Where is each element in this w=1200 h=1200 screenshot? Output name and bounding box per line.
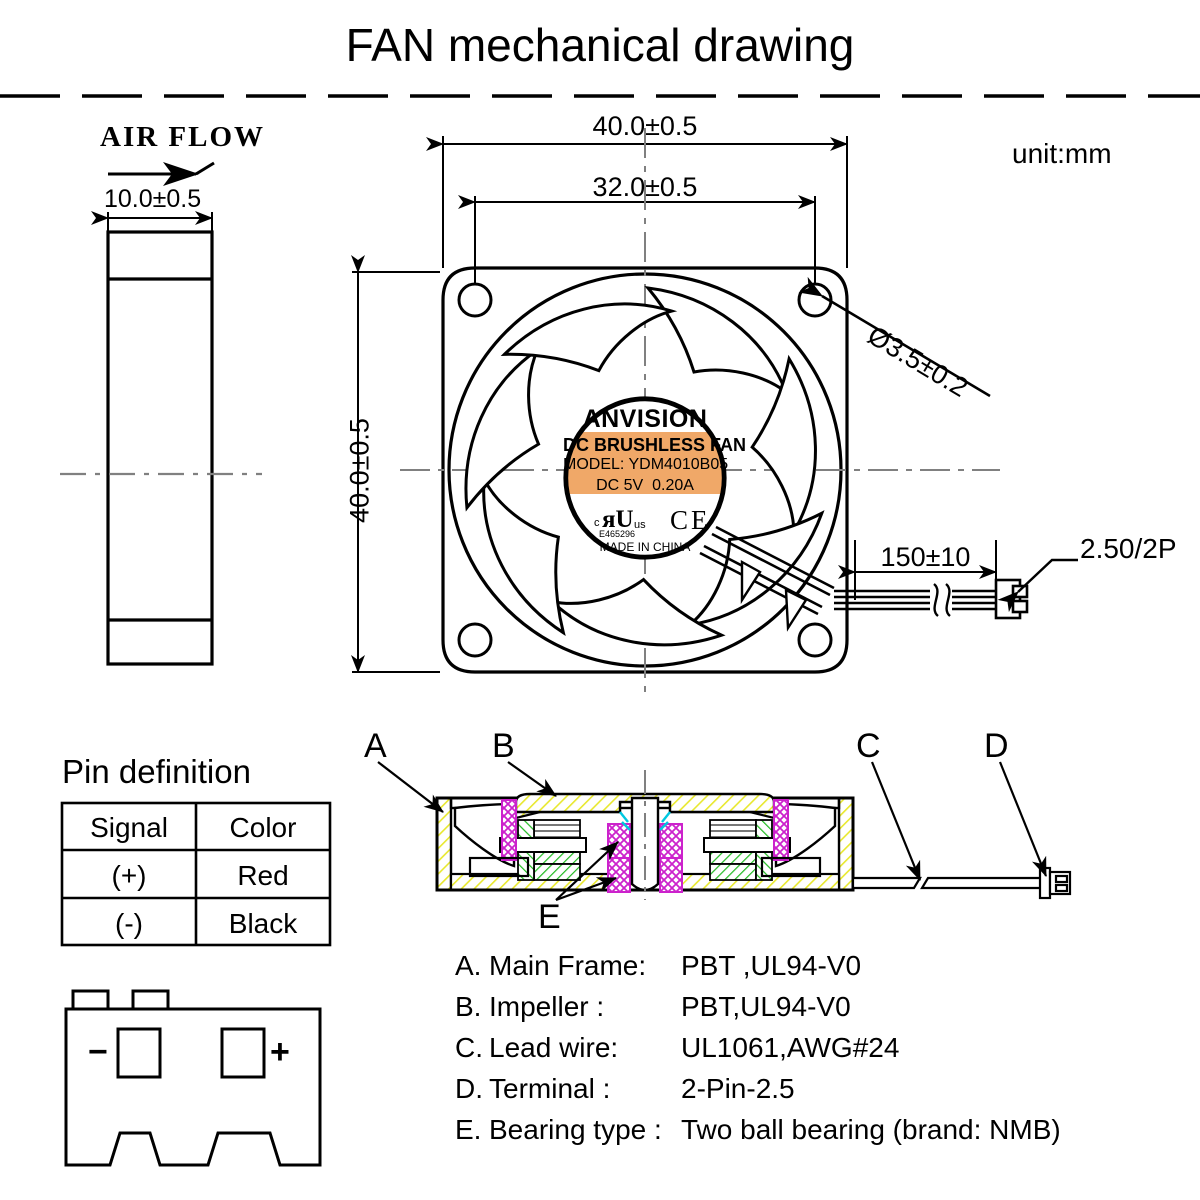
leader-e1 — [555, 841, 619, 901]
pin-table-grid — [60, 801, 332, 947]
section-leaders — [377, 761, 1048, 902]
legend-key: E. — [455, 1114, 482, 1145]
hole-diameter-leader — [798, 276, 991, 398]
leader-e2 — [555, 876, 618, 902]
legend-value: PBT ,UL94-V0 — [681, 950, 862, 981]
section-connector — [1038, 866, 1072, 900]
side-view — [60, 161, 262, 666]
legend-name: Main Frame: — [489, 950, 647, 981]
fan-label-brand: ANVISION — [582, 405, 708, 433]
connector-pinout-diagram — [64, 989, 322, 1167]
legend-row: B. Impeller : PBT,UL94-V0 — [455, 991, 1185, 1032]
airflow-arrow — [108, 161, 215, 186]
lead-wires-exit — [699, 525, 835, 632]
lead-length-label: 150±10 — [880, 542, 971, 572]
mounting-hole-br — [797, 622, 833, 658]
pin-table-cell-color-1: Red — [237, 860, 289, 891]
leader-b — [507, 761, 557, 797]
legend-row: C. Lead wire: UL1061,AWG#24 — [455, 1032, 1185, 1073]
section-impeller — [514, 792, 776, 820]
airflow-heading: AIR FLOW — [100, 121, 266, 153]
latch-tab-right — [131, 989, 170, 1011]
hole-pitch-label: 32.0±0.5 — [592, 172, 698, 202]
section-label-c: C — [856, 727, 881, 765]
pin-table-header-signal: Signal — [90, 812, 168, 843]
cross-section-view — [377, 761, 1072, 902]
legend-value: Two ball bearing (brand: NMB) — [681, 1114, 1061, 1145]
wire-bundle — [834, 583, 996, 617]
side-profile — [106, 230, 214, 666]
ul-mark-prefix: c — [594, 517, 600, 529]
ul-mark-suffix: us — [634, 519, 646, 531]
section-bottom-detail — [468, 856, 822, 878]
section-label-d: D — [984, 727, 1009, 765]
pin-definition-heading: Pin definition — [62, 753, 251, 790]
leader-a — [377, 761, 444, 813]
pin-cavity-plus — [220, 1027, 266, 1079]
legend-key: A. — [455, 950, 482, 981]
fan-label-line2: MODEL: YDM4010B05 — [563, 456, 729, 473]
fan-label-line3: DC 5V 0.20A — [596, 477, 694, 494]
legend-name: Bearing type : — [489, 1114, 662, 1145]
fan-label-line1: DC BRUSHLESS FAN — [563, 435, 747, 455]
fan-label-artwork — [567, 432, 723, 494]
mounting-hole-bl — [457, 622, 493, 658]
section-stator — [499, 819, 791, 881]
pin-table-cell-color-2: Black — [228, 908, 298, 939]
page-title: FAN mechanical drawing — [345, 19, 855, 71]
front-view — [351, 128, 1000, 700]
thickness-dimension-label: 10.0±0.5 — [104, 185, 202, 213]
pin-table-cell-signal-1: (+) — [111, 860, 147, 891]
connector-minus-sign: − — [88, 1033, 108, 1071]
legend-name: Lead wire: — [489, 1032, 619, 1063]
label-outline — [565, 398, 725, 558]
leader-c — [870, 761, 922, 882]
unit-note: unit:mm — [1012, 138, 1112, 169]
fan-blades — [464, 286, 825, 647]
label-orange-band — [567, 432, 723, 494]
legend-name: Terminal : — [489, 1073, 611, 1104]
legend-row: E. Bearing type : Two ball bearing (bran… — [455, 1114, 1185, 1155]
legend-row: D. Terminal : 2-Pin-2.5 — [455, 1073, 1185, 1114]
connector-plus-sign: + — [270, 1033, 290, 1071]
pin-cavity-minus — [116, 1027, 162, 1079]
section-label-b: B — [492, 727, 515, 765]
overall-width-label: 40.0±0.5 — [592, 111, 698, 141]
latch-tab-left — [71, 989, 110, 1011]
thickness-dimension — [91, 211, 213, 246]
section-magnet-ring — [501, 799, 789, 861]
legend-list: A. Main Frame: PBT ,UL94-V0 B. Impeller … — [455, 950, 1185, 1155]
legend-key: B. — [455, 991, 482, 1022]
fan-frame — [441, 266, 849, 674]
pin-table-cell-signal-2: (-) — [115, 908, 143, 939]
section-accent-marks — [619, 811, 671, 831]
legend-value: PBT,UL94-V0 — [681, 991, 851, 1022]
connector-2p — [994, 578, 1029, 620]
legend-name: Impeller : — [489, 991, 605, 1022]
legend-key: C. — [455, 1032, 483, 1063]
section-lead-wire — [851, 876, 1050, 890]
connector-callout-label: 2.50/2P — [1080, 533, 1177, 564]
overall-height-label: 40.0±0.5 — [344, 418, 375, 523]
lead-wire-assembly — [834, 540, 1078, 620]
legend-row: A. Main Frame: PBT ,UL94-V0 — [455, 950, 1185, 991]
connector-leader — [997, 558, 1078, 613]
mounting-hole-tl — [457, 282, 493, 318]
section-label-a: A — [364, 727, 387, 765]
legend-value: 2-Pin-2.5 — [681, 1073, 795, 1104]
pin-table-header-color: Color — [229, 812, 297, 843]
section-label-e: E — [538, 898, 561, 936]
ul-file-number: E465296 — [599, 529, 636, 539]
legend-key: D. — [455, 1073, 483, 1104]
legend-value: UL1061,AWG#24 — [681, 1032, 900, 1063]
ce-mark: CE — [670, 505, 711, 535]
leader-d — [998, 761, 1048, 878]
ul-mark-icon: ᴙU — [602, 506, 634, 533]
fan-label-origin: MADE IN CHINA — [599, 540, 691, 554]
overall-height-dimension — [351, 255, 440, 673]
